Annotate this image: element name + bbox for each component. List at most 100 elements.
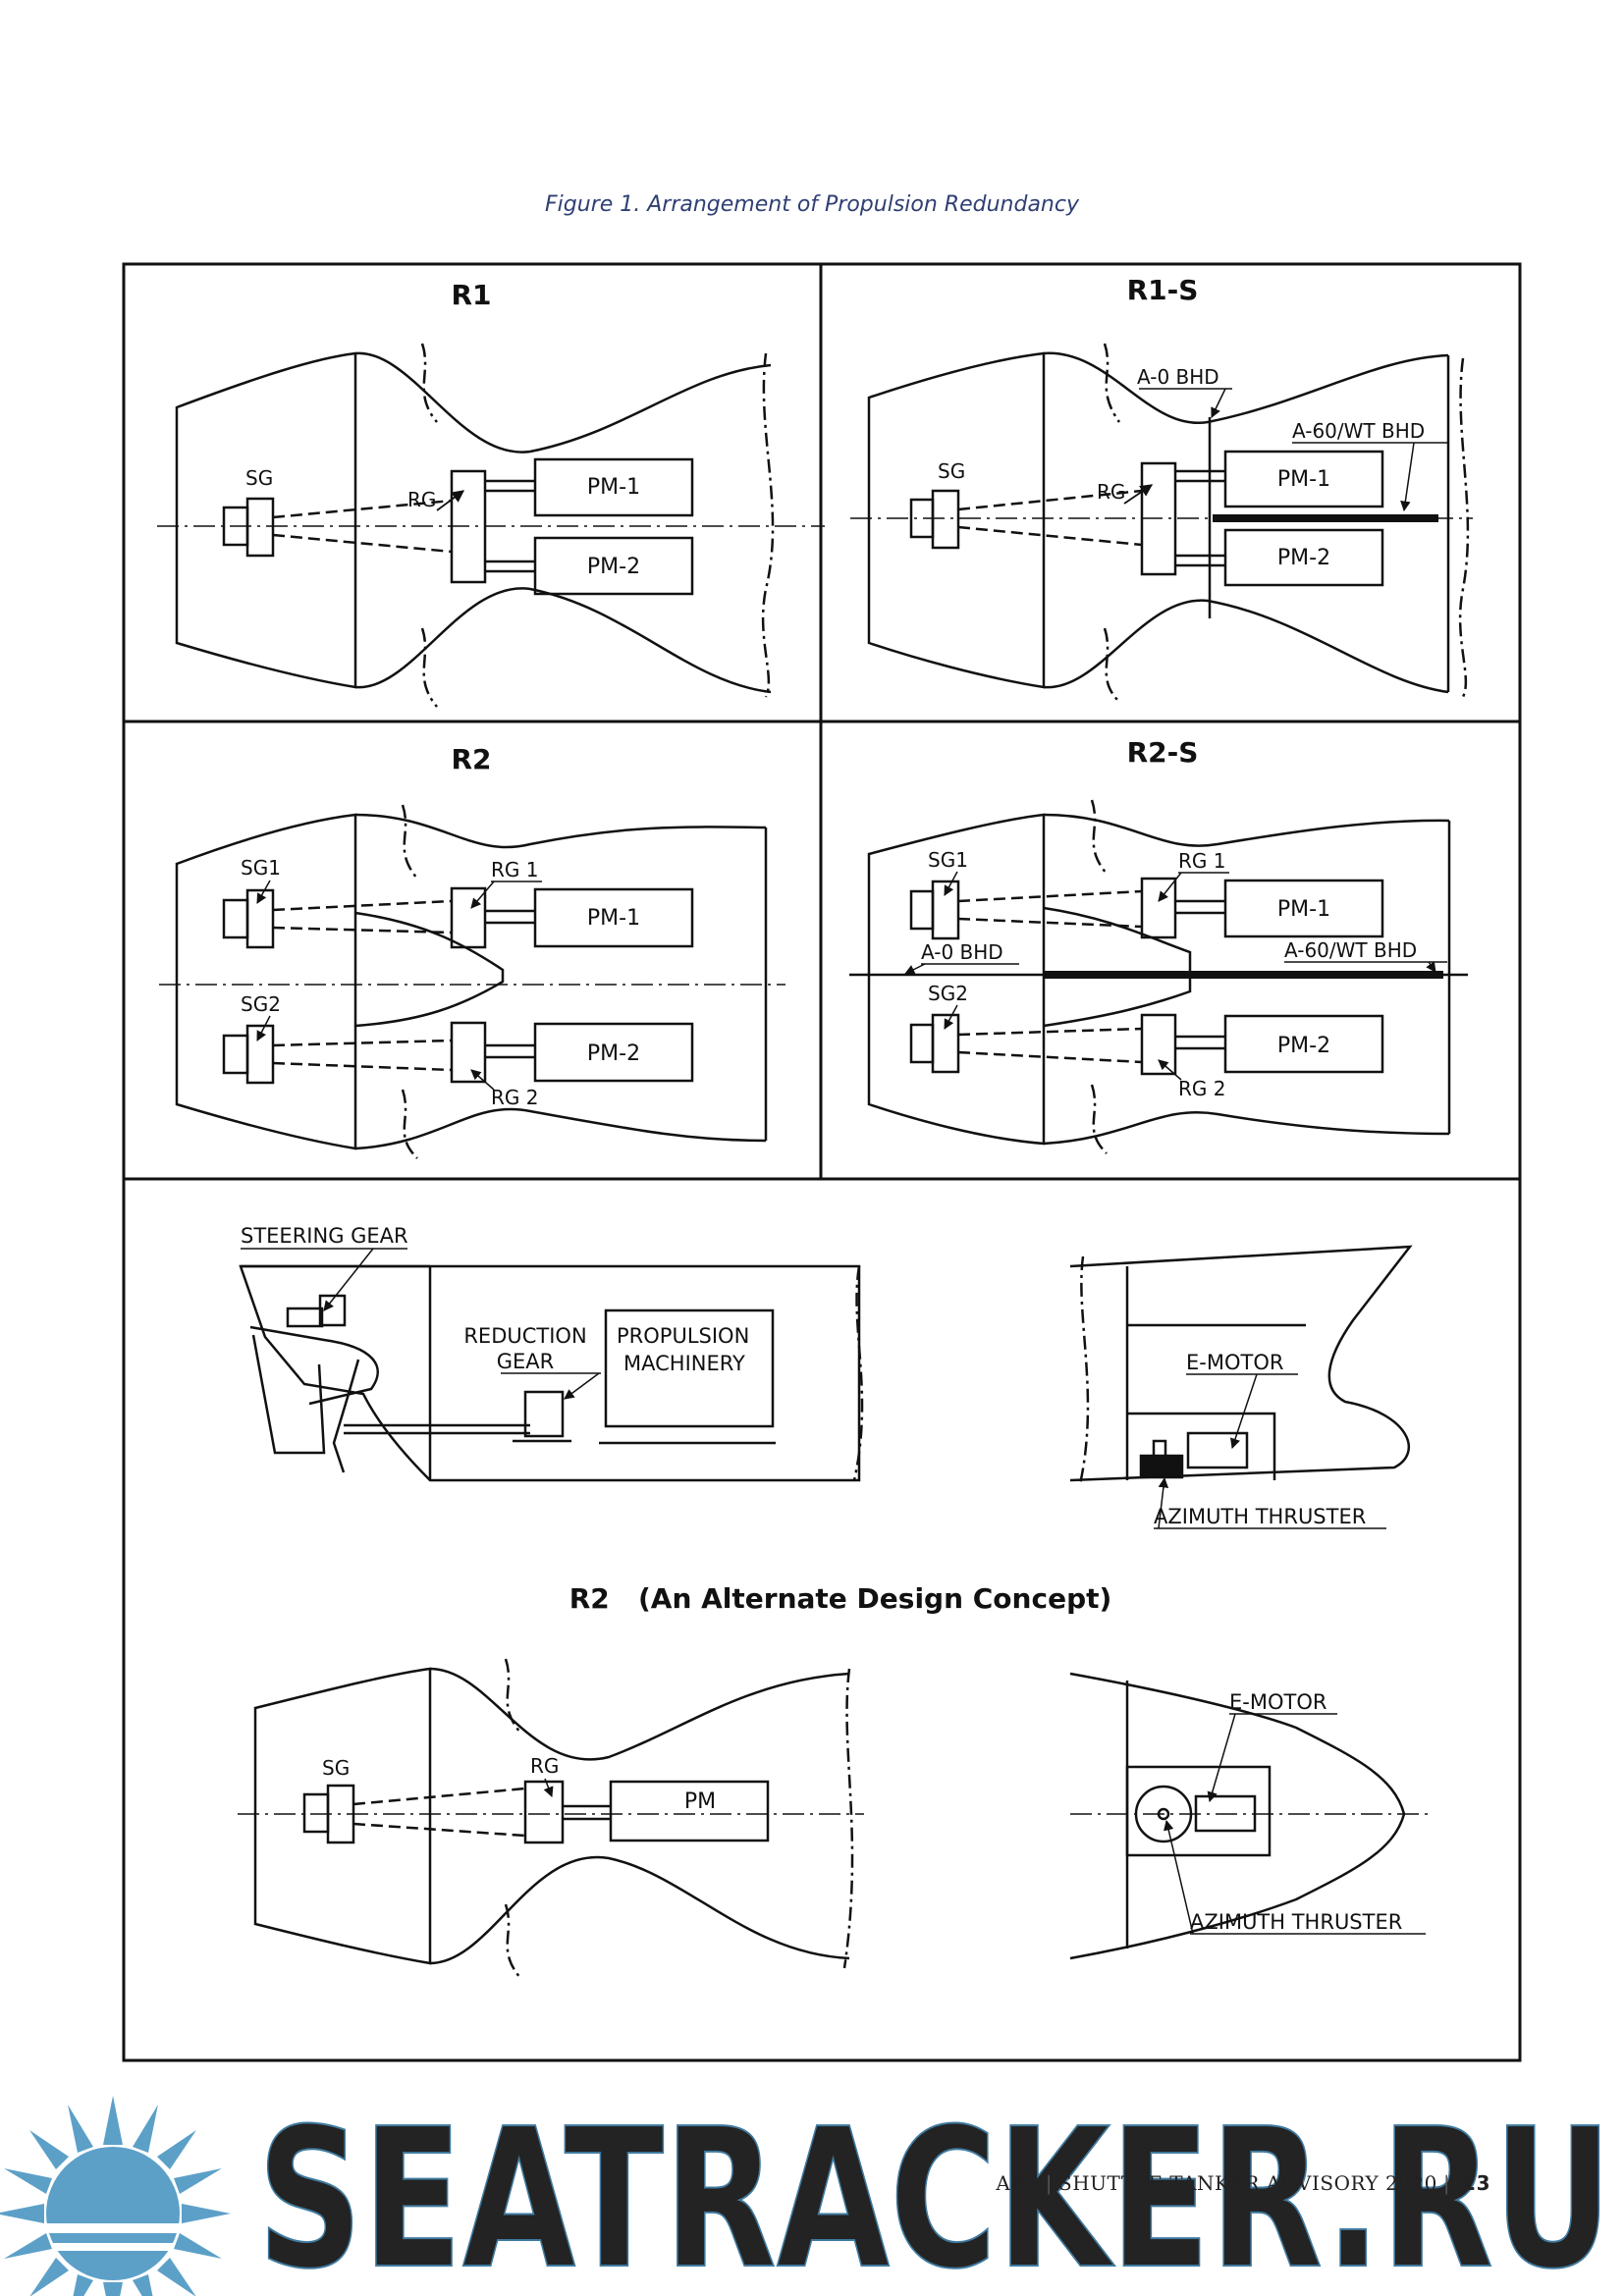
r1-break-top	[420, 343, 438, 423]
alt-side-steering-unit	[318, 1294, 347, 1327]
r2s-pm2-box	[1223, 1014, 1384, 1074]
r2-pm1-box	[533, 887, 694, 948]
r2s-rg1-box	[1140, 877, 1177, 939]
alt-plan-bow-room	[1125, 1765, 1272, 1857]
r1s-a0-label: A-0 BHD	[1137, 365, 1219, 389]
alt-bow-compartment	[1127, 1412, 1276, 1480]
r2s-sg1-box	[931, 880, 960, 940]
r1s-pm2-label: PM-2	[1277, 546, 1330, 570]
alt-plan-shaft-a	[352, 1787, 526, 1806]
r2-sg1-box	[245, 888, 275, 949]
alt-plan-emotor-label: E-MOTOR	[1229, 1690, 1326, 1714]
page-number: 23	[1462, 2171, 1490, 2195]
r1-rg-box	[450, 469, 487, 584]
r2s-pm2-label: PM-2	[1277, 1034, 1330, 1058]
r2-sg2-label: SG2	[241, 992, 281, 1016]
footer-brand: ABS	[996, 2171, 1040, 2195]
alt-plan-hull-top	[429, 1667, 850, 1761]
r1s-rg-label: RG	[1097, 480, 1125, 504]
alt-plan-hull-bottom	[429, 1855, 850, 1965]
alt-side-pm-box	[604, 1308, 775, 1428]
r2s-a60-arrow	[1426, 961, 1436, 973]
alt-plan-azimuth-label: AZIMUTH THRUSTER	[1190, 1910, 1402, 1934]
alt-side-rudder	[251, 1334, 326, 1455]
alt-reduction-label-2: GEAR	[497, 1350, 555, 1373]
r2-sg2-box	[245, 1024, 275, 1085]
panel-r2s: R2-S A-0 BHD A-60/WT BHD SG1 RG 1	[849, 736, 1468, 1154]
r2-pm2-label: PM-2	[587, 1041, 640, 1066]
r1s-pm2-box	[1223, 528, 1384, 587]
r1-rg-arrow	[436, 490, 465, 511]
alt-plan-stern	[253, 1667, 432, 1965]
r1s-hull-bottom	[1043, 599, 1449, 694]
alt-title: R2 (An Alternate Design Concept)	[569, 1582, 1112, 1615]
r2-shaft2-b	[272, 1061, 453, 1072]
r1-pm1-label: PM-1	[587, 475, 640, 500]
r1-sg-box	[245, 497, 275, 558]
r2s-shaft2-a	[957, 1027, 1143, 1037]
alt-bow-thruster	[1139, 1454, 1184, 1479]
alt-azimuth-arrow	[1158, 1476, 1169, 1529]
alt-plan-azimuth-arrow	[1164, 1819, 1194, 1935]
r1s-rg-box	[1140, 461, 1177, 576]
r1s-shaft-b	[957, 525, 1143, 547]
r1-pm2-label: PM-2	[587, 555, 640, 579]
r1-pm2-box	[533, 536, 694, 596]
r2s-a0-label: A-0 BHD	[921, 940, 1003, 964]
r1s-pm1-box	[1223, 450, 1384, 508]
alt-bow-thruster-stem	[1152, 1439, 1167, 1459]
r1s-sg-label: SG	[938, 459, 965, 483]
alt-plan-sg-box	[326, 1784, 355, 1844]
r1s-break-top	[1103, 343, 1121, 423]
alt-emotor-label: E-MOTOR	[1186, 1351, 1283, 1374]
alt-reduction-label-1: REDUCTION	[463, 1324, 586, 1348]
r2-shaft1-a	[272, 899, 453, 912]
r2s-sg1-label: SG1	[928, 848, 968, 872]
r2-rg1-label: RG 1	[491, 858, 538, 881]
r2-propeller-1	[222, 898, 249, 939]
r1-shaft-b	[272, 533, 453, 554]
r2s-break-bottom	[1090, 1084, 1108, 1154]
panel-r1: R1 SG RG PM-1 PM-2	[157, 279, 825, 708]
r2-shaft2-a	[272, 1039, 453, 1047]
page-footer: ABS|SHUTTLE TANKER ADVISORY 2020|23	[996, 2171, 1490, 2195]
alt-emotor-arrow	[1230, 1373, 1258, 1449]
alt-plan-sg-label: SG	[322, 1756, 350, 1780]
r2-rg2-box	[450, 1021, 487, 1084]
r1s-break-right	[1458, 357, 1470, 698]
r2s-sg2-box	[931, 1013, 960, 1074]
r2s-rg1-label: RG 1	[1178, 849, 1225, 873]
r2s-propeller-1	[909, 889, 935, 931]
r1s-rg-arrow	[1123, 484, 1154, 505]
alt-bow-hull	[1069, 1245, 1413, 1482]
r2-sg1-label: SG1	[241, 856, 281, 880]
r1s-sg-box	[931, 489, 960, 550]
r1-rg-label: RG	[407, 488, 436, 511]
alt-propulsion-label-1: PROPULSION	[617, 1324, 749, 1348]
r2-sg1-arrow	[256, 880, 271, 904]
watermark: SEATRACKER.RU	[0, 2087, 1613, 2296]
r1-sg-label: SG	[245, 466, 273, 490]
sun-logo-icon	[0, 2096, 231, 2296]
r2s-pm1-box	[1223, 879, 1384, 938]
r2s-rg1-arrow	[1158, 872, 1182, 902]
r1-stern-outline	[175, 351, 357, 689]
alt-plan-emotor-arrow	[1207, 1713, 1236, 1803]
r1-break-bottom	[420, 627, 438, 708]
r2-rg1-arrow	[470, 881, 495, 909]
alt-plan-rg-box	[523, 1780, 565, 1844]
r2s-hull-bottom	[1043, 1111, 1450, 1146]
alt-side-skeg	[249, 1325, 379, 1406]
r1-shaft-a	[272, 499, 453, 519]
r1-pm1-box	[533, 457, 694, 517]
figure-caption: Figure 1. Arrangement of Propulsion Redu…	[545, 192, 1079, 217]
r1-break-right	[761, 352, 775, 698]
r2s-skeg	[1043, 906, 1192, 1028]
alt-propulsion-label-2: MACHINERY	[623, 1352, 745, 1375]
alt-plan-break-bottom	[504, 1903, 521, 1979]
r2s-sg2-label: SG2	[928, 982, 968, 1005]
r2-pm2-box	[533, 1022, 694, 1083]
alt-steering-label: STEERING GEAR	[241, 1224, 408, 1248]
r1s-pm1-label: PM-1	[1277, 467, 1330, 492]
